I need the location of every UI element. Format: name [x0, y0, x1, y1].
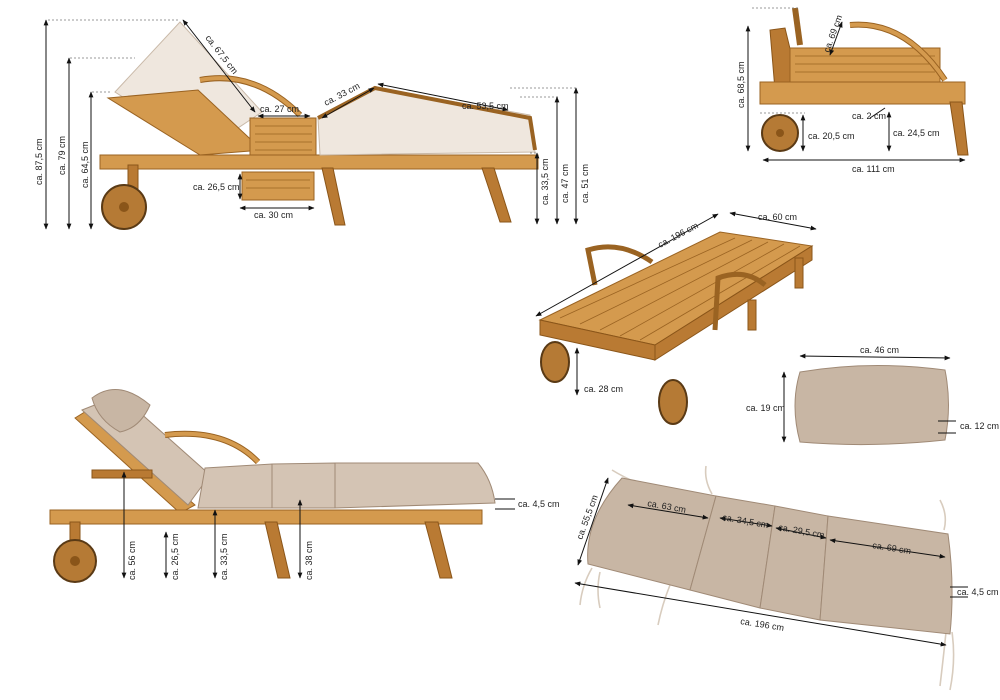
- lounger-side-view-reclined: ca. 87,5 cm ca. 79 cm ca. 64,5 cm ca. 67…: [34, 19, 590, 230]
- label-back-height: ca. 79 cm: [57, 136, 67, 175]
- cushioned-backrest-frame: [74, 409, 196, 514]
- label-front-width: ca. 111 cm: [852, 164, 895, 174]
- lounger-perspective-view: ca. 196 cm ca. 60 cm ca. 28 cm: [535, 211, 817, 425]
- label-frame-height: ca. 33,5 cm: [219, 533, 229, 580]
- front-leg: [949, 101, 969, 156]
- label-cushion-thickness: ca. 4,5 cm: [518, 499, 560, 509]
- cushioned-armrest: [164, 431, 260, 464]
- frame-rail: [99, 154, 539, 170]
- seat-section: [249, 117, 317, 156]
- label-pillow-depth: ca. 12 cm: [960, 421, 999, 431]
- middle-leg: [321, 167, 346, 226]
- label-pillow-width: ca. 46 cm: [860, 345, 899, 355]
- front-backrest: [789, 47, 941, 84]
- seat-cushion-3: [334, 462, 496, 509]
- cushion-segment-foot: [819, 515, 953, 635]
- seat-cushion-1: [197, 463, 273, 509]
- perspective-wheel-left: [540, 341, 570, 383]
- rear-leg: [481, 167, 512, 223]
- cushioned-rear-leg: [424, 521, 453, 579]
- label-tray-height: ca. 26,5 cm: [193, 182, 240, 192]
- perspective-deck: [538, 231, 814, 346]
- label-tray-width: ca. 30 cm: [254, 210, 293, 220]
- lounger-front-view: ca. 68,5 cm ca. 69 cm ca. 2 cm ca. 20,5 …: [736, 7, 969, 174]
- label-foot-height-2: ca. 51 cm: [580, 164, 590, 203]
- label-front-leg: ca. 24,5 cm: [893, 128, 940, 138]
- label-perspective-wheel: ca. 28 cm: [584, 384, 623, 394]
- label-back-low-height: ca. 64,5 cm: [80, 141, 90, 188]
- label-front-gap: ca. 2 cm: [852, 111, 886, 121]
- label-seat-height: ca. 33,5 cm: [540, 158, 550, 205]
- pull-out-tray: [241, 171, 315, 201]
- pillow-shape: [794, 364, 949, 446]
- label-armrest-height: ca. 56 cm: [127, 541, 137, 580]
- label-total-height: ca. 87,5 cm: [34, 138, 44, 185]
- label-underside-height: ca. 26,5 cm: [170, 533, 180, 580]
- cushion-layout: ca. 55,5 cm ca. 63 cm ca. 34,5 cm ca. 29…: [574, 465, 999, 691]
- seat-cushion-2: [271, 462, 336, 509]
- headrest-pillow: ca. 46 cm ca. 19 cm ca. 12 cm: [746, 345, 999, 446]
- headrest-pillow-on-lounger: [91, 389, 151, 433]
- perspective-wheel-right: [658, 379, 688, 425]
- label-pillow-height: ca. 19 cm: [746, 403, 785, 413]
- label-perspective-width: ca. 60 cm: [758, 212, 797, 222]
- label-foot-section: ca. 53,5 cm: [462, 101, 509, 111]
- label-seat-width: ca. 27 cm: [260, 104, 299, 114]
- label-cushion-top-height: ca. 38 cm: [304, 541, 314, 580]
- cushioned-middle-leg: [264, 521, 291, 579]
- front-armrest: [849, 22, 947, 82]
- label-foot-height-1: ca. 47 cm: [560, 164, 570, 203]
- label-cushion-total-length: ca. 196 cm: [740, 616, 785, 633]
- lounger-side-view-cushioned: ca. 4,5 cm ca. 56 cm ca. 26,5 cm ca. 33,…: [49, 389, 560, 583]
- label-cushion-layout-thickness: ca. 4,5 cm: [957, 587, 999, 597]
- front-frame: [759, 81, 966, 105]
- label-front-wheel: ca. 20,5 cm: [808, 131, 855, 141]
- label-front-height: ca. 68,5 cm: [736, 61, 746, 108]
